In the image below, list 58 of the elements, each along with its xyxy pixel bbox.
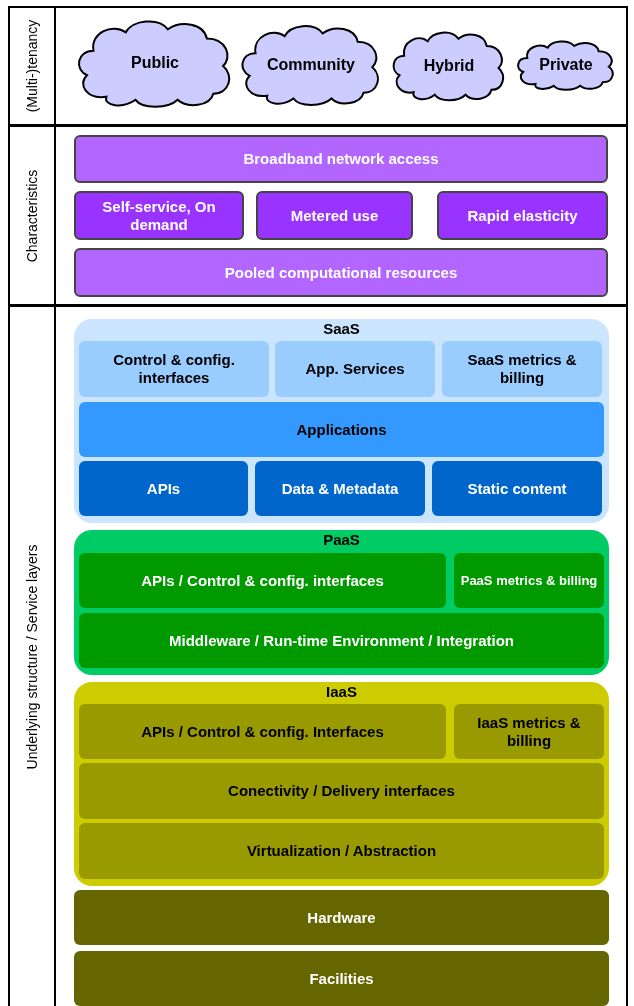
box-label: Applications — [296, 420, 387, 439]
layer-panel — [74, 530, 609, 675]
layer-box — [74, 191, 244, 240]
box-label: Control & config. interfaces — [112, 351, 236, 387]
box-label: APIs / Control & config. Interfaces — [141, 722, 384, 741]
box-label: Rapid elasticity — [467, 206, 578, 225]
cloud-label: Private — [539, 56, 593, 74]
box-label: Metered use — [290, 206, 379, 225]
layer-box — [79, 461, 248, 516]
box-label: APIs / Control & config. interfaces — [141, 571, 384, 590]
layer-title: PaaS — [323, 531, 360, 548]
layer-box — [442, 341, 602, 397]
box-label: App. Services — [305, 360, 405, 378]
box-label: Virtualization / Abstraction — [246, 842, 437, 860]
box-label: Static content — [467, 479, 567, 498]
cloud-label: Hybrid — [423, 56, 475, 75]
layer-box — [437, 191, 608, 240]
table-row — [8, 305, 628, 1006]
box-label: Broadband network access — [243, 150, 439, 168]
layer-box — [79, 763, 604, 819]
layer-box — [275, 341, 435, 397]
layer-box — [79, 613, 604, 668]
layer-box — [74, 890, 609, 945]
table-row — [8, 125, 628, 306]
layer-box — [79, 402, 604, 457]
box-label: Facilities — [309, 969, 374, 988]
layer-box — [79, 341, 269, 397]
box-label: Hardware — [307, 908, 376, 927]
row-heading: Characteristics — [24, 169, 40, 262]
box-label: APIs — [146, 479, 181, 498]
layer-box — [74, 135, 608, 183]
layer-title: IaaS — [326, 683, 357, 700]
layer-box — [454, 704, 604, 759]
box-label: Self-service, On demand — [101, 197, 217, 234]
layer-box — [79, 704, 446, 759]
row-heading: (Multi-)tenancy — [24, 19, 40, 113]
layer-box — [255, 461, 425, 516]
layer-box — [74, 248, 608, 297]
box-label: SaaS metrics & billing — [466, 351, 578, 387]
box-label: PaaS metrics & billing — [460, 572, 598, 589]
layer-box — [79, 823, 604, 879]
layer-box — [454, 553, 604, 608]
cloud-label: Public — [131, 54, 179, 72]
layer-panel — [74, 319, 609, 523]
box-label: Pooled computational resources — [224, 263, 458, 282]
box-label: Conectivity / Delivery interfaces — [228, 782, 455, 800]
layer-box — [256, 191, 413, 240]
cloud-label: Community — [267, 55, 355, 74]
layer-box — [432, 461, 602, 516]
layer-box — [79, 553, 446, 608]
row-heading: Underlying structure / Service layers — [24, 544, 40, 769]
box-label: Data & Metadata — [281, 479, 399, 498]
box-label: Middleware / Run-time Environment / Integration — [169, 631, 514, 650]
table-row — [8, 6, 628, 126]
layer-title: SaaS — [323, 320, 360, 337]
box-label: IaaS metrics & billing — [476, 713, 582, 750]
layer-panel — [74, 682, 609, 886]
layer-box — [74, 951, 609, 1006]
